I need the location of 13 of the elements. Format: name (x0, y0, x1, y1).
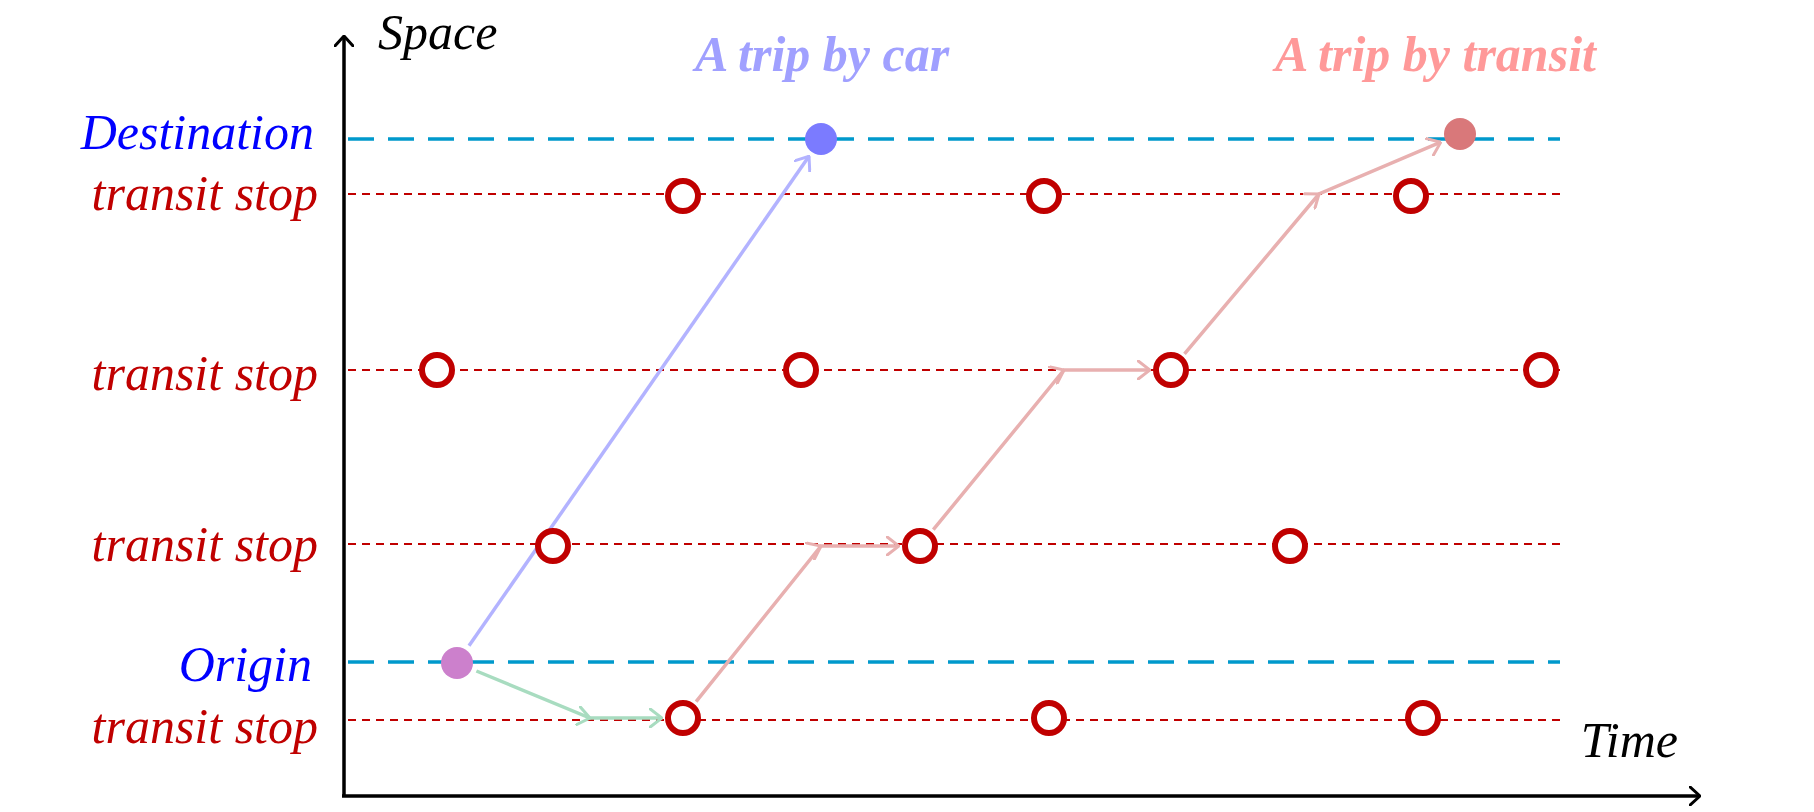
arrow (475, 669, 663, 728)
row-label: transit stop (91, 698, 318, 754)
row-label: transit stop (91, 516, 318, 572)
arrow (694, 536, 900, 703)
arrow (467, 154, 812, 647)
row-label: transit stop (91, 345, 318, 401)
row-label: Destination (80, 104, 314, 160)
axis-title: Space (378, 4, 498, 60)
axis-title: Time (1580, 712, 1678, 768)
arrow (1183, 137, 1442, 356)
arrow (931, 360, 1151, 531)
row-label: Origin (178, 636, 312, 692)
row-label: transit stop (91, 165, 318, 221)
